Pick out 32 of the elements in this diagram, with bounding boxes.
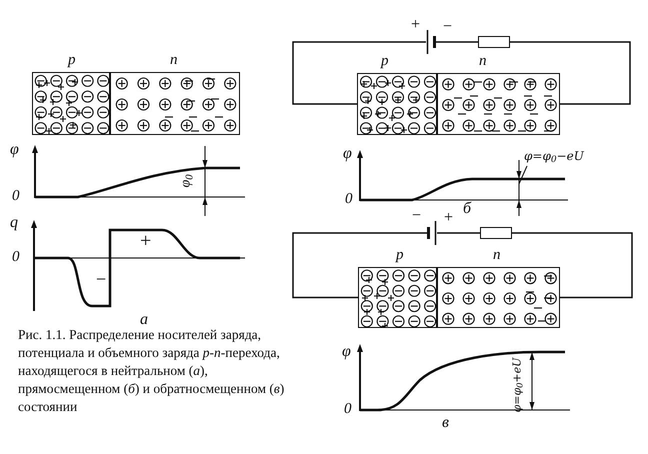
circuit-wire: [510, 41, 631, 105]
axis-label: 0: [344, 400, 352, 418]
panel-letter: а: [140, 311, 148, 329]
panel-letter: в: [442, 414, 449, 432]
polarity-sign: −: [442, 19, 452, 35]
circuit-wire: [512, 232, 633, 298]
panel-letter: б: [463, 200, 472, 218]
charge-sign: −: [96, 270, 106, 288]
axis-label: φ: [343, 145, 352, 163]
circuit-wire: [292, 41, 426, 105]
axis-label: φ: [10, 141, 19, 159]
polarity-sign: +: [411, 17, 420, 33]
region-label: n: [493, 246, 500, 264]
region-label: p: [381, 52, 388, 70]
region-label: p: [68, 51, 76, 69]
region-label: p: [396, 246, 404, 264]
circuit-wire: [437, 232, 480, 234]
charge-sign: +: [140, 232, 152, 250]
region-label: n: [170, 51, 178, 69]
circuit-wire: [436, 41, 478, 43]
polarity-sign: +: [444, 210, 453, 226]
leader-line: [518, 166, 528, 184]
circuit-wire: [292, 232, 427, 298]
axis-label: 0: [12, 187, 20, 205]
region-label: n: [479, 52, 486, 70]
axis-label: φ: [342, 343, 351, 361]
axis-label: 0: [12, 248, 20, 266]
polarity-sign: −: [412, 208, 422, 224]
formula-label: φ=φ$_{0}$−eU: [524, 148, 584, 165]
axis-label: 0: [345, 190, 352, 208]
axis-label: q: [10, 214, 18, 232]
figure-caption: Рис. 1.1. Распределение носителей заряда, потенциала и объемного заряда p-n-перехода, находящегося в нейтральном (а), прямосмещенном (б) и обратносмещенном (в) состоянии: [18, 326, 286, 416]
